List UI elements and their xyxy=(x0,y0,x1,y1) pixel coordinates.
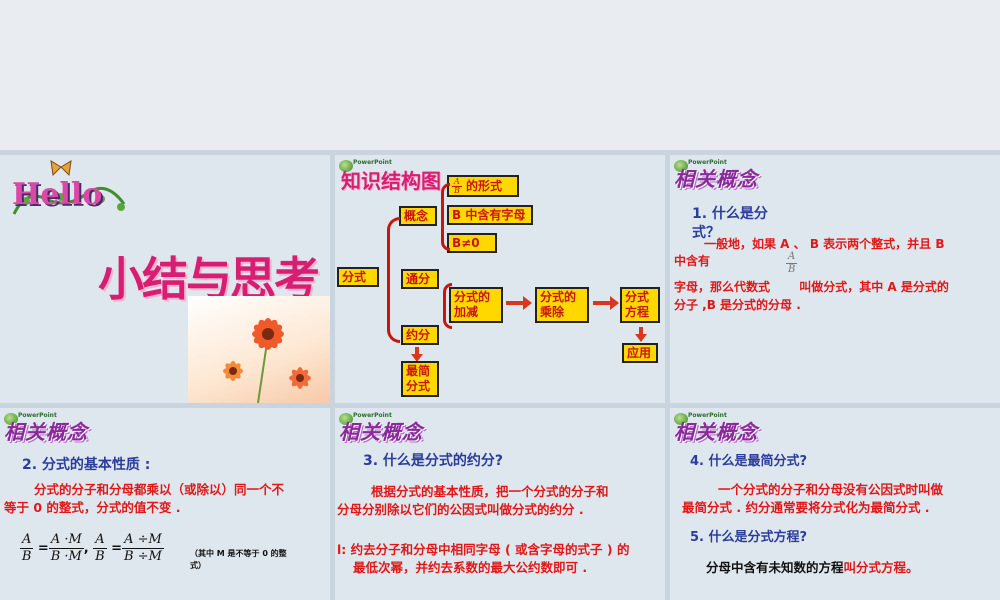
equation-box: 分式方程 xyxy=(620,287,660,323)
question-1: 1. 什么是分式？ xyxy=(692,206,768,241)
slide-2-title: 知识结构图 xyxy=(341,169,441,193)
slide-logo-icon: PowerPoint xyxy=(674,411,727,427)
answer-2-line-2: 等于 0 的整式，分式的值不变 . xyxy=(4,500,181,515)
answer-5: 分母中含有未知数的方程叫分式方程。 xyxy=(706,560,919,575)
hello-text: Hello xyxy=(12,177,103,212)
slide-1-thumbnail[interactable]: Hello 小结与思考 xyxy=(0,155,330,403)
fenshi-box: 分式 xyxy=(337,267,379,287)
answer-2-line-1: 分式的分子和分母都乘以（或除以）同一个不 xyxy=(34,482,285,497)
related-concepts-heading: 相关概念 xyxy=(674,167,758,191)
slide-6-thumbnail[interactable]: PowerPoint 相关概念 4. 什么是最简分式? 一个分式的分子和分母没有… xyxy=(670,408,1000,600)
flower-icon xyxy=(223,318,311,403)
concept-brace xyxy=(441,183,450,251)
ops-brace xyxy=(443,283,452,329)
slide-logo-icon: PowerPoint xyxy=(339,411,392,427)
related-concepts-heading: 相关概念 xyxy=(674,420,758,444)
top-empty-area xyxy=(0,0,1000,150)
question-4: 4. 什么是最简分式? xyxy=(690,454,808,469)
arrow-to-mul xyxy=(506,296,532,310)
equation-down-arrow xyxy=(635,327,647,342)
slide-5-thumbnail[interactable]: PowerPoint 相关概念 3. 什么是分式的约分? 根据分式的基本性质，把… xyxy=(335,408,665,600)
answer-1-line-1: 一般地，如果 A 、 B 表示两个整式，并且 B xyxy=(704,237,945,251)
butterfly-vine-icon xyxy=(12,160,126,215)
b-has-letter-box: B 中含有字母 xyxy=(447,205,533,225)
add-sub-box: 分式的加减 xyxy=(449,287,503,323)
related-concepts-heading: 相关概念 xyxy=(4,420,88,444)
slide-3-thumbnail[interactable]: PowerPoint 相关概念 1. 什么是分式？ 一般地，如果 A 、 B 表… xyxy=(670,155,1000,403)
simplest-box: 最简分式 xyxy=(401,361,439,397)
slide-logo-icon: PowerPoint xyxy=(674,158,727,174)
answer-3-line-2: 分母分别除以它们的公因式叫做分式的约分 . xyxy=(337,502,584,517)
answer-1-line-2: 中含有 xyxy=(674,254,711,268)
tip-line-2: 最低次幂，并约去系数的最大公约数即可 . xyxy=(353,560,588,575)
hello-logo xyxy=(6,159,131,219)
answer-1-line-4: 分子 ,B 是分式的分母 . xyxy=(674,298,801,312)
main-brace xyxy=(387,217,400,343)
flower-image xyxy=(188,296,330,403)
arrow-to-equation xyxy=(593,296,619,310)
answer-3-line-1: 根据分式的基本性质，把一个分式的分子和 xyxy=(371,484,609,499)
yuefen-down-arrow xyxy=(411,347,423,362)
tongfen-box: 通分 xyxy=(401,269,439,289)
formula-note: （其中 M 是不等于 0 的整式） xyxy=(190,549,287,570)
b-not-zero-box: B≠0 xyxy=(447,233,497,253)
answer-4-line-2: 最简分式 . 约分通常要将分式化为最简分式 . xyxy=(682,500,930,515)
yuefen-box: 约分 xyxy=(401,325,439,345)
slide-4-thumbnail[interactable]: PowerPoint 相关概念 2. 分式的基本性质 : 分式的分子和分母都乘以… xyxy=(0,408,330,600)
question-2: 2. 分式的基本性质 : xyxy=(22,457,151,473)
tip-line-1: l: 约去分子和分母中相同字母 ( 或含字母的式子 ) 的 xyxy=(337,542,630,557)
answer-4-line-1: 一个分式的分子和分母没有公因式时叫做 xyxy=(718,482,944,497)
mul-div-box: 分式的乘除 xyxy=(535,287,589,323)
answer-1-line-3: 字母，那么代数式 叫做分式，其中 A 是分式的 xyxy=(674,280,949,294)
related-concepts-heading: 相关概念 xyxy=(339,420,423,444)
question-5: 5. 什么是分式方程? xyxy=(690,530,808,545)
slide-logo-icon: PowerPoint xyxy=(339,158,392,174)
question-3: 3. 什么是分式的约分? xyxy=(363,453,504,469)
concept-box: 概念 xyxy=(399,206,437,226)
slide-logo-icon: PowerPoint xyxy=(4,411,57,427)
apply-box: 应用 xyxy=(622,343,658,363)
